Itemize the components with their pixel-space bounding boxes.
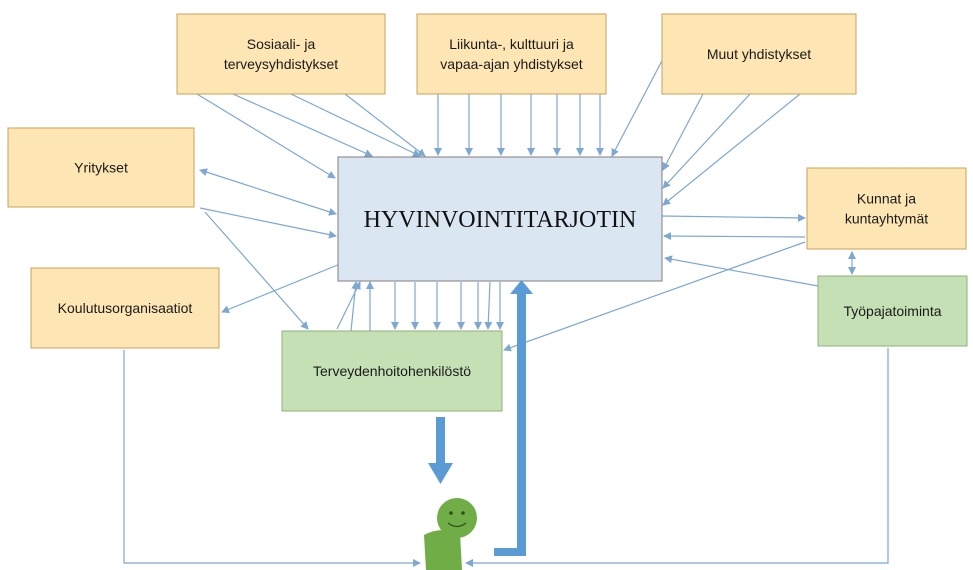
connector-arrow <box>484 281 493 330</box>
person-body <box>424 529 462 570</box>
box-tyopaja: Työpajatoiminta <box>817 275 968 347</box>
center-box-shape <box>337 156 663 282</box>
person-head <box>437 498 477 538</box>
box-liikunta-shape <box>416 13 607 95</box>
smiley-person-icon <box>424 498 477 570</box>
person-eye-left <box>449 511 453 515</box>
box-koulutus-label: Koulutusorganisaatiot <box>58 300 193 316</box>
connector-arrow <box>662 93 704 171</box>
connector-arrow <box>503 241 806 352</box>
connector-arrow <box>611 54 666 157</box>
thick-down-arrow-head <box>428 463 453 484</box>
connector-arrow <box>199 168 337 216</box>
box-terveys-label: Terveydenhoitohenkilöstö <box>313 363 471 379</box>
connector-arrow <box>290 93 421 157</box>
box-sosiaali-label: terveysyhdistykset <box>224 56 338 72</box>
box-muut-label: Muut yhdistykset <box>707 46 811 62</box>
connector-arrow <box>221 260 346 314</box>
connector-arrow <box>123 350 421 567</box>
thick-up-arrow-shaft <box>494 292 526 556</box>
box-kunnat-shape <box>806 167 967 250</box>
connector-arrow <box>199 207 337 239</box>
connector-arrow <box>344 93 426 157</box>
box-kunnat-label: Kunnat ja <box>857 190 916 206</box>
box-terveys: Terveydenhoitohenkilöstö <box>281 330 503 412</box>
box-kunnat: Kunnat ja kuntayhtymät <box>806 167 967 250</box>
box-muut: Muut yhdistykset <box>661 13 857 95</box>
connector-arrows <box>123 54 889 567</box>
box-liikunta-label: vapaa-ajan yhdistykset <box>440 56 583 72</box>
box-terveys-shape <box>281 330 503 412</box>
connector-arrow <box>204 211 309 330</box>
box-liikunta: Liikunta-, kulttuuri ja vapaa-ajan yhdist… <box>416 13 607 95</box>
box-muut-shape <box>661 13 857 95</box>
connector-arrow <box>465 348 889 567</box>
person-smile <box>447 522 467 528</box>
box-hyvinvointitarjotin: HYVINVOINTITARJOTIN <box>337 156 663 282</box>
box-sosiaali-label: Sosiaali- ja <box>247 36 316 52</box>
box-koulutus: Koulutusorganisaatiot <box>30 267 220 349</box>
box-liikunta-label: Liikunta-, kulttuuri ja <box>449 36 574 52</box>
connector-arrow <box>661 213 806 222</box>
box-yritykset-shape <box>7 127 195 208</box>
box-sosiaali-shape <box>176 13 386 95</box>
thick-up-arrow-head <box>510 280 533 294</box>
box-koulutus-shape <box>30 267 220 349</box>
thick-down-arrow-shaft <box>436 417 445 465</box>
connector-arrow <box>196 93 336 179</box>
person-eye-right <box>461 511 465 515</box>
box-yritykset: Yritykset <box>7 127 195 208</box>
connector-arrow <box>662 93 751 189</box>
person-group <box>424 280 533 570</box>
box-kunnat-label: kuntayhtymät <box>845 211 928 227</box>
connector-arrow <box>662 93 801 206</box>
box-tyopaja-label: Työpajatoiminta <box>843 303 941 319</box>
connector-arrow <box>232 93 373 157</box>
connector-arrow <box>336 281 361 330</box>
box-sosiaali: Sosiaali- ja terveysyhdistykset <box>176 13 386 95</box>
connector-arrow <box>664 255 819 287</box>
boxes: Sosiaali- ja terveysyhdistykset Liikunta-,… <box>7 13 968 412</box>
center-title: HYVINVOINTITARJOTIN <box>364 207 637 233</box>
connector-arrow <box>350 281 360 332</box>
connector-arrow <box>663 232 806 241</box>
box-yritykset-label: Yritykset <box>74 159 128 175</box>
box-tyopaja-shape <box>817 275 968 347</box>
